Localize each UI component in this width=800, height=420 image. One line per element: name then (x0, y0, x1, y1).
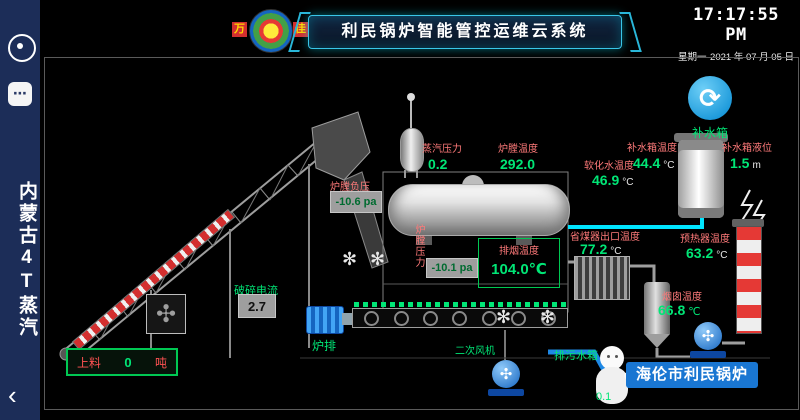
grate-roller (423, 310, 439, 326)
softened-water-temp-label: 软化水温度 (584, 161, 634, 172)
sidebar: ⋯ 内蒙古4T蒸汽 ‹ (0, 0, 40, 420)
chimney (736, 226, 762, 334)
sidebar-title: 内蒙古4T蒸汽 (16, 181, 37, 339)
feed-counter-panel: 上料 0 吨 (66, 348, 178, 376)
back-button[interactable]: ‹ (8, 380, 17, 410)
fan-base (488, 389, 524, 396)
more-icon: ⋯ (13, 85, 27, 101)
drum-dome (462, 175, 484, 186)
blowdown-value: 0.1 (596, 391, 612, 403)
furnace-temp-value: 292.0 (500, 156, 536, 172)
economizer (574, 256, 630, 300)
makeup-tank-level-label: 补水箱液位 (722, 143, 772, 154)
clock-time: 17:17:55 PM (693, 5, 779, 45)
grate-roller (540, 310, 556, 326)
more-button[interactable]: ⋯ (8, 82, 32, 106)
crusher: ✣ (146, 294, 186, 334)
secondary-fan-label: 二次风机 (455, 346, 495, 357)
boiler-drum (388, 184, 570, 236)
record-icon (17, 43, 23, 49)
furnace-vacuum-label: 炉膛负压 (330, 182, 370, 193)
page-title: 利民锅炉智能管控运维云系统 (308, 15, 622, 49)
steam-pressure-label: 蒸汽压力 (422, 144, 462, 155)
scada-frame (44, 57, 799, 410)
record-button[interactable] (8, 34, 36, 62)
secondary-fan: ✣ (492, 360, 520, 388)
grate-motor-shaft (342, 313, 352, 325)
grate-roller (452, 310, 468, 326)
grate-roller (393, 310, 409, 326)
steam-vessel (400, 128, 424, 172)
separator-vessel (644, 282, 670, 334)
economizer-out-temp-label: 省煤器出口温度 (570, 232, 640, 243)
makeup-tank-label: 补水箱 (692, 126, 729, 140)
fan-wheel-icon: ✻ (370, 249, 386, 269)
chimney-cap (732, 219, 764, 227)
grate-roller (364, 310, 380, 326)
makeup-tank-temp-value: 44.4 °C (633, 155, 675, 171)
induced-draft-fan: ✣ (694, 322, 722, 350)
vessel-leg (416, 170, 418, 178)
fan-blade-icon: ✣ (499, 366, 513, 383)
vessel-leg (404, 170, 406, 178)
makeup-tank-refresh-button[interactable]: ⟳ (688, 76, 732, 120)
refresh-icon: ⟳ (699, 82, 721, 113)
grate-roller (481, 310, 497, 326)
coal-bed (354, 302, 566, 307)
feed-left-label: 上料 (77, 355, 102, 370)
crusher-fan-icon: ✣ (155, 300, 177, 328)
grate-motor (306, 306, 344, 334)
softened-water-temp-value: 46.9 °C (592, 172, 634, 188)
makeup-water-tank (678, 140, 724, 218)
brand-logo-icon (249, 9, 293, 53)
mascot-body (596, 367, 628, 404)
blowdown-tank-label: 排污水箱 (554, 350, 598, 362)
makeup-tank-level-value: 1.5 m (730, 155, 761, 171)
preheater-temp-value: 63.2 °C (686, 245, 728, 261)
feed-value: 0 (124, 354, 132, 370)
economizer-out-temp-value: 77.2 °C (580, 241, 622, 257)
fan-blade-icon: ✣ (701, 328, 715, 345)
fan-wheel-icon: ✻ (540, 307, 556, 327)
mascot-head (600, 346, 624, 370)
company-banner: 海伦市利民锅炉 (626, 362, 758, 388)
flue-gas-temp-value: 104.0℃ (491, 261, 547, 278)
flue-gas-temp-panel: 排烟温度 104.0℃ (478, 238, 560, 288)
furnace-pressure-value: -10.1 pa (426, 258, 478, 278)
drum-support (516, 233, 532, 245)
furnace-pressure-label: 炉膛压力 (413, 224, 424, 268)
chimney-temp-label: 烟囱温度 (662, 292, 702, 303)
makeup-tank-temp-label: 补水箱温度 (627, 143, 677, 154)
flue-gas-temp-label: 排烟温度 (499, 246, 539, 257)
drum-support (416, 233, 432, 245)
grate-label: 炉排 (312, 339, 337, 353)
chimney-temp-value: 66.8 ℃ (658, 302, 701, 318)
feed-right-label: 吨 (154, 355, 167, 370)
fan-base (690, 351, 726, 358)
mascot-figure (590, 346, 639, 408)
logo-left-chip: 万 (232, 22, 247, 37)
furnace-vacuum-value: -10.6 pa (330, 191, 382, 213)
mascot-eyes (607, 355, 610, 358)
steam-pressure-value: 0.2 (428, 156, 448, 172)
crusher-current-value: 2.7 (238, 294, 276, 318)
separator-cone (644, 334, 670, 348)
makeup-tank-cap (674, 133, 728, 142)
fan-wheel-icon: ✻ (496, 307, 512, 327)
furnace-temp-label: 炉膛温度 (498, 144, 538, 155)
fan-wheel-icon: ✻ (342, 249, 358, 269)
grate-conveyor (352, 308, 568, 328)
preheater-temp-label: 预热器温度 (680, 234, 730, 245)
grate-roller (511, 310, 527, 326)
